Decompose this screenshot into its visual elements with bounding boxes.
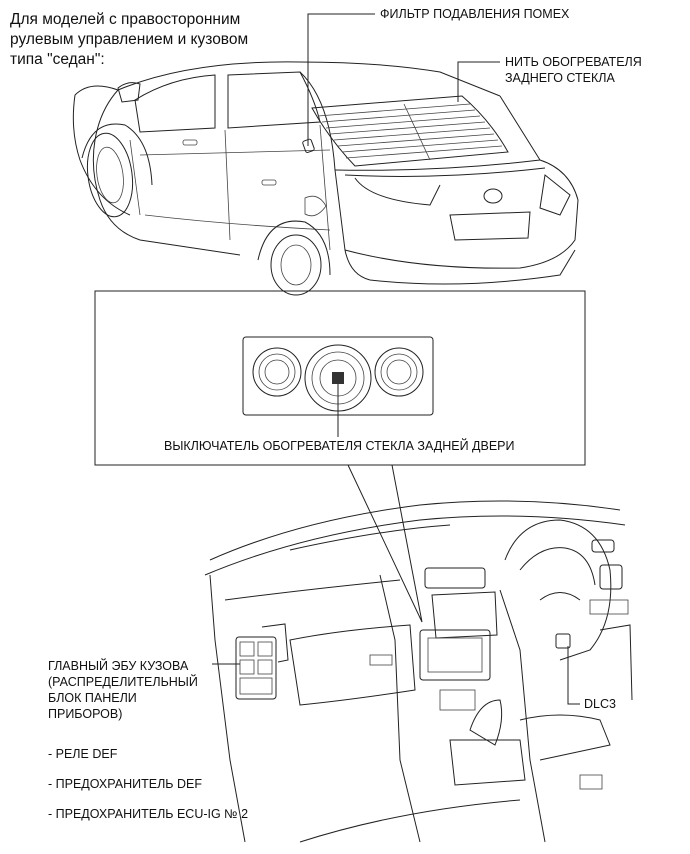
dlc3-leader	[567, 646, 580, 705]
ecu-label-line: (РАСПРЕДЕЛИТЕЛЬНЫЙ	[48, 675, 198, 689]
rear-defogger-switch-icon[interactable]	[332, 372, 344, 384]
switch-inset-frame	[94, 290, 586, 466]
defogger-wire-leader	[457, 61, 500, 102]
intro-text: Для моделей с правосторонним рулевым упр…	[10, 10, 280, 70]
list-item: - ПРЕДОХРАНИТЕЛЬ ECU-IG № 2	[48, 807, 249, 821]
ecu-label-line: ГЛАВНЫЙ ЭБУ КУЗОВА	[48, 659, 189, 673]
list-item: - ПРЕДОХРАНИТЕЛЬ DEF	[48, 777, 202, 791]
noise-filter-label: ФИЛЬТР ПОДАВЛЕНИЯ ПОМЕХ	[380, 7, 570, 21]
intro-line: рулевым управлением и кузовом	[10, 31, 249, 48]
switch-label: ВЫКЛЮЧАТЕЛЬ ОБОГРЕВАТЕЛЯ СТЕКЛА ЗАДНЕЙ Д…	[164, 439, 515, 453]
ecu-label: ГЛАВНЫЙ ЭБУ КУЗОВА (РАСПРЕДЕЛИТЕЛЬНЫЙ БЛ…	[48, 658, 198, 722]
inset-callout	[347, 464, 423, 623]
defogger-wire-label-line: НИТЬ ОБОГРЕВАТЕЛЯ	[505, 55, 642, 69]
defogger-wire-label: НИТЬ ОБОГРЕВАТЕЛЯ ЗАДНЕГО СТЕКЛА	[505, 54, 642, 86]
defogger-wire-label-line: ЗАДНЕГО СТЕКЛА	[505, 71, 615, 85]
ecu-label-line: БЛОК ПАНЕЛИ	[48, 691, 137, 705]
list-item: - РЕЛЕ DEF	[48, 747, 118, 761]
ecu-label-line: ПРИБОРОВ)	[48, 707, 123, 721]
noise-filter-leader	[307, 13, 375, 146]
intro-line: Для моделей с правосторонним	[10, 11, 241, 28]
intro-line: типа "седан":	[10, 51, 105, 68]
dlc3-label: DLC3	[584, 697, 616, 711]
dashboard-illustration	[204, 500, 633, 843]
sedan-illustration	[72, 61, 579, 296]
